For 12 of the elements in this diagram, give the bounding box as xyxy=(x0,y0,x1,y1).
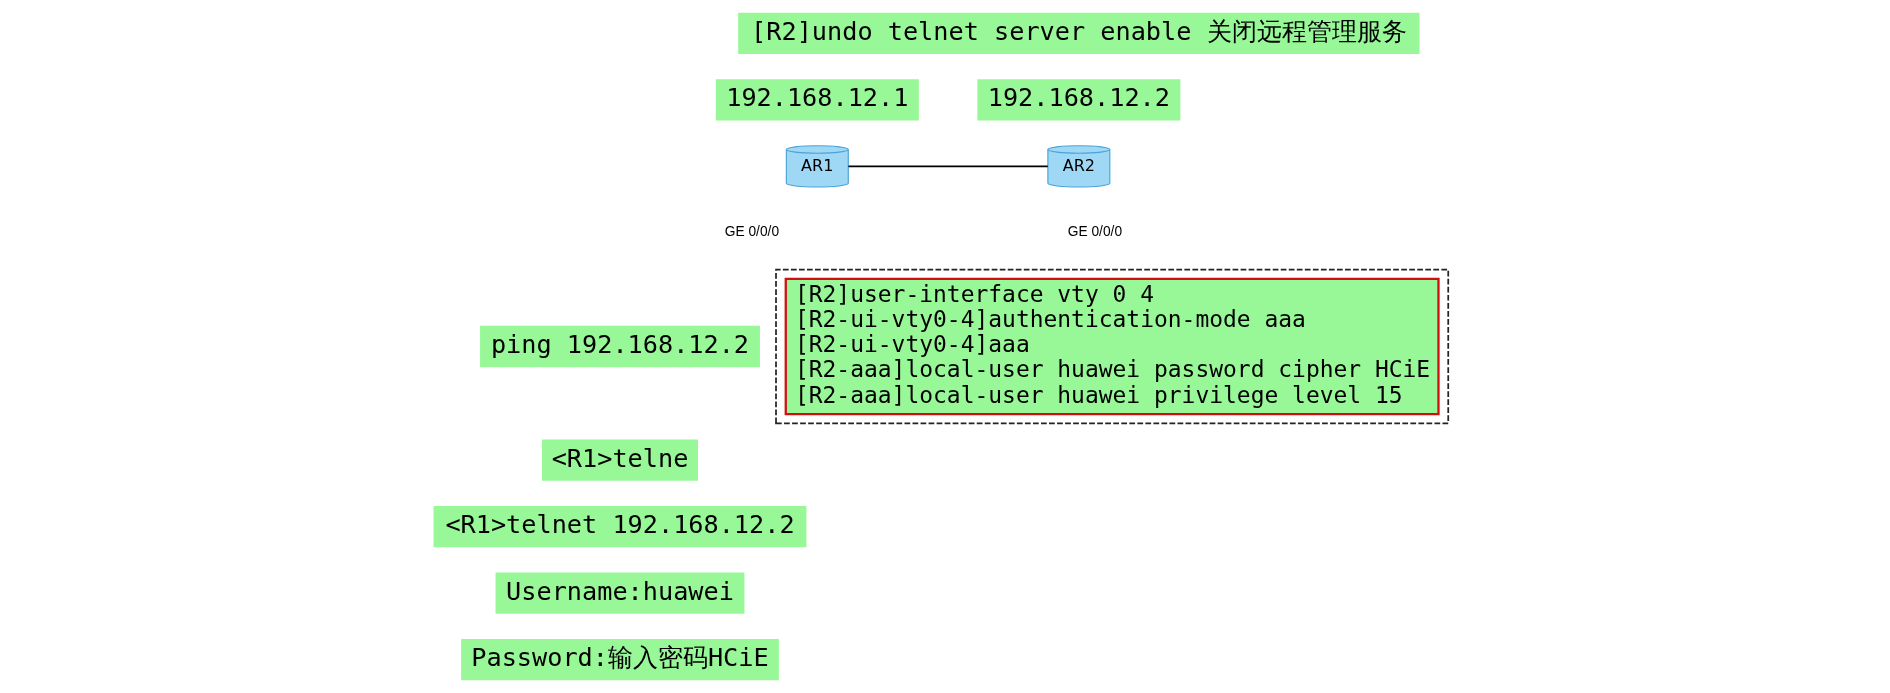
label: ping 192.168.12.2 xyxy=(490,329,749,359)
node-box: [R2]user-interface vty 0 4 [R2-ui-vty0-4]authentication-mode aaa [R2-ui-vty0-4]aaa [R2-aaa]local-user huawei password cipher HCiE [R2-aaa]local-user huawei privilege level 15 xyxy=(784,277,1440,416)
label: [R2]undo telnet server enable 关闭远程管理服务 xyxy=(750,16,1407,46)
label: 192.168.12.1 xyxy=(725,83,908,113)
label: Username:huawei xyxy=(505,576,734,606)
label: 192.168.12.2 xyxy=(987,83,1170,113)
label: GE 0/0/0 xyxy=(724,224,779,240)
connector xyxy=(847,165,1049,168)
label: <R1>telne xyxy=(551,443,688,473)
label: GE 0/0/0 xyxy=(1067,224,1122,240)
label: Password:输入密码HCiE xyxy=(470,643,769,673)
label: <R1>telnet 192.168.12.2 xyxy=(444,510,795,540)
